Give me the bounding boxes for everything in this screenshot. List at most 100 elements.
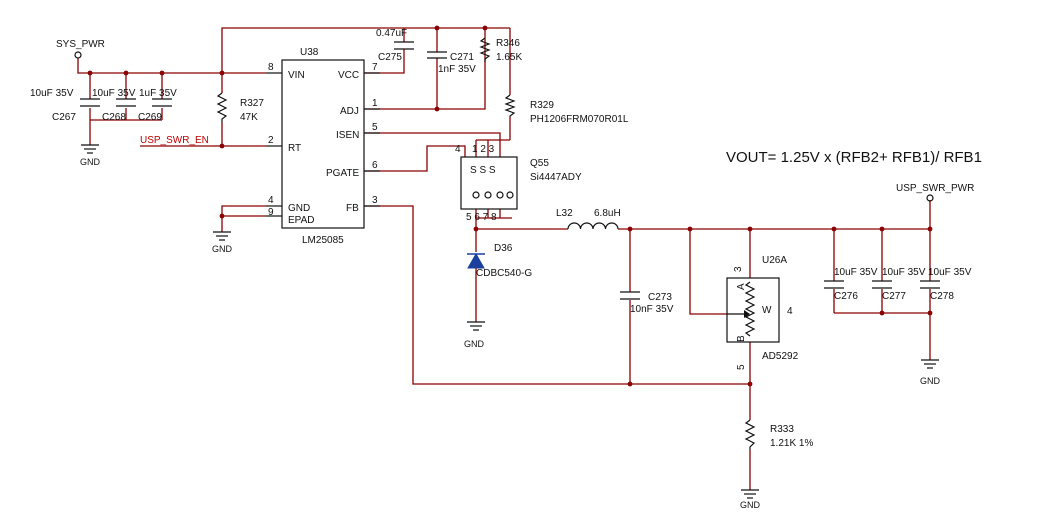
- gnd-label-diode: GND: [464, 339, 485, 349]
- sys-pwr-port[interactable]: SYS_PWR: [56, 39, 105, 59]
- resistor-r346[interactable]: R346 1.65K: [479, 37, 522, 63]
- c268-value: 10uF 35V: [92, 88, 136, 99]
- capacitor-c277[interactable]: 10uF 35V C277: [872, 267, 926, 302]
- c273-value: 10nF 35V: [630, 304, 674, 315]
- u38-pin-isen-num: 5: [372, 122, 378, 133]
- q55-ref: Q55: [530, 158, 549, 169]
- r329-value: PH1206FRM070R01L: [530, 114, 629, 125]
- c277-ref: C277: [882, 291, 906, 302]
- u38-pin-vcc-num: 7: [372, 62, 378, 73]
- l32-value: 6.8uH: [594, 208, 621, 219]
- u26a-part: AD5292: [762, 351, 799, 362]
- junction-dot: [219, 213, 225, 219]
- c275-value: 0.47uF: [376, 28, 407, 39]
- resistor-r329[interactable]: R329 PH1206FRM070R01L: [504, 94, 629, 125]
- u38-pin-adj: ADJ: [340, 106, 359, 117]
- q55-drain-pin-nums: 5 6 7 8: [466, 212, 497, 223]
- capacitor-c268[interactable]: 10uF 35V C268: [92, 88, 136, 123]
- l32-ref: L32: [556, 208, 573, 219]
- c278-ref: C278: [930, 291, 954, 302]
- c267-value: 10uF 35V: [30, 88, 74, 99]
- usp-swr-pwr-port[interactable]: USP_SWR_PWR: [896, 183, 974, 202]
- u38-pin-epad-num: 9: [268, 207, 274, 218]
- junction-dot: [434, 106, 440, 112]
- q55-source-pin-nums: 1 2 3: [472, 144, 495, 155]
- junction-dot: [831, 226, 837, 232]
- q55-source-pins: S S S: [470, 165, 496, 176]
- u26a-pin-w-num: 4: [787, 306, 793, 317]
- c267-ref: C267: [52, 112, 76, 123]
- u38-pin-vin-num: 8: [268, 62, 274, 73]
- mosfet-q55[interactable]: S S S 1 2 3 4 5 6 7 8 Q55 Si4447ADY: [455, 144, 582, 223]
- u38-ref: U38: [300, 47, 319, 58]
- junction-dot: [687, 226, 693, 232]
- u38-pin-gnd: GND: [288, 203, 310, 214]
- gnd-label-input: GND: [80, 157, 101, 167]
- junction-dot: [627, 226, 633, 232]
- r346-ref: R346: [496, 38, 520, 49]
- u38-pin-pgate: PGATE: [326, 168, 359, 179]
- capacitor-c271[interactable]: C271 1nF 35V: [427, 51, 476, 75]
- ground-symbol-u38: GND: [212, 231, 233, 254]
- usp-swr-pwr-label: USP_SWR_PWR: [896, 183, 974, 194]
- u38-controller-ic[interactable]: U38 VIN 8 RT 2 GND 4 EPAD 9 VCC 7 ADJ 1 …: [266, 47, 380, 246]
- u26a-pin-b: B: [736, 335, 747, 342]
- capacitor-c267[interactable]: 10uF 35V C267: [30, 88, 100, 123]
- junction-dot: [434, 25, 440, 31]
- u38-pin-epad: EPAD: [288, 215, 315, 226]
- junction-dot: [482, 25, 488, 31]
- u38-pin-gnd-num: 4: [268, 195, 274, 206]
- junction-dot: [879, 310, 885, 316]
- c277-value: 10uF 35V: [882, 267, 926, 278]
- c278-value: 10uF 35V: [928, 267, 972, 278]
- capacitor-c273[interactable]: C273 10nF 35V: [620, 291, 674, 315]
- junction-dot: [87, 70, 93, 76]
- junction-dot: [927, 310, 933, 316]
- d36-part: CDBC540-G: [476, 268, 532, 279]
- ground-symbol-diode: GND: [464, 321, 485, 349]
- resistor-r327[interactable]: R327 47K: [216, 92, 264, 123]
- capacitor-c278[interactable]: 10uF 35V C278: [920, 267, 972, 302]
- sys-pwr-label: SYS_PWR: [56, 39, 105, 50]
- junction-dot: [927, 226, 933, 232]
- d36-ref: D36: [494, 243, 513, 254]
- usp-swr-en-net-label[interactable]: USP_SWR_EN: [140, 135, 209, 146]
- u38-pin-isen: ISEN: [336, 130, 359, 141]
- capacitor-c276[interactable]: 10uF 35V C276: [824, 267, 878, 302]
- c271-value: 1nF 35V: [438, 64, 476, 75]
- u38-pin-rt-num: 2: [268, 135, 274, 146]
- u26a-pin-b-num: 5: [736, 364, 747, 370]
- c276-ref: C276: [834, 291, 858, 302]
- junction-dot: [879, 226, 885, 232]
- diode-d36[interactable]: D36 CDBC540-G: [467, 243, 532, 279]
- wires: [77, 27, 931, 490]
- capacitor-c269[interactable]: 1uF 35V C269: [138, 88, 177, 123]
- inductor-l32[interactable]: L32 6.8uH: [556, 208, 621, 230]
- q55-gate-pin-num: 4: [455, 144, 461, 155]
- u38-pin-fb: FB: [346, 203, 359, 214]
- gnd-label-output: GND: [920, 376, 941, 386]
- u26a-pin-a: A: [736, 283, 747, 290]
- q55-part: Si4447ADY: [530, 172, 582, 183]
- ground-symbol-output: GND: [920, 359, 941, 386]
- gnd-label-r333: GND: [740, 500, 761, 510]
- junction-dot: [219, 70, 225, 76]
- capacitor-c275[interactable]: 0.47uF C275: [376, 28, 414, 63]
- c276-value: 10uF 35V: [834, 267, 878, 278]
- ground-symbol-input: GND: [80, 144, 101, 167]
- resistor-r333[interactable]: R333 1.21K 1%: [744, 419, 813, 450]
- vout-equation: VOUT= 1.25V x (RFB2+ RFB1)/ RFB1: [726, 149, 982, 166]
- digital-pot-u26a[interactable]: U26A 3 A W 4 B 5 AD5292: [726, 255, 799, 370]
- u38-pin-pgate-num: 6: [372, 160, 378, 171]
- u38-pin-vin: VIN: [288, 70, 305, 81]
- c271-ref: C271: [450, 52, 474, 63]
- junction-dot: [123, 70, 129, 76]
- junction-dot: [627, 381, 633, 387]
- u26a-ref: U26A: [762, 255, 787, 266]
- u38-pin-fb-num: 3: [372, 195, 378, 206]
- r329-ref: R329: [530, 100, 554, 111]
- c269-value: 1uF 35V: [139, 88, 177, 99]
- junction-dot: [747, 381, 753, 387]
- r333-ref: R333: [770, 424, 794, 435]
